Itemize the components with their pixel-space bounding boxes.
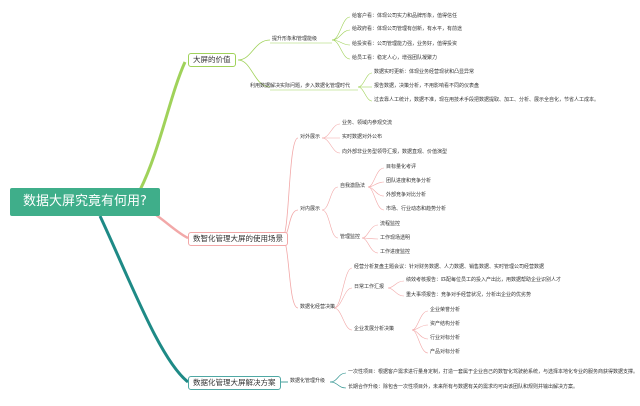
- leaf: 行业对标分析: [430, 335, 461, 341]
- leaf: 团队进度和竞争分析: [386, 178, 432, 184]
- leaf: 向外部非业务型领导汇报，数据直观、价值演型: [342, 149, 448, 155]
- leaf: 给客户看：体现公司实力和品牌形象，值得信任: [352, 13, 458, 19]
- leaf: 一次性项目：根据客户需求进行量身定制，打造一套属于企业自己的数智化驾驶舱系统，与…: [348, 369, 639, 375]
- leaf: 数据实时更新：体现业务经营现状和凸显异常: [374, 69, 475, 75]
- value-data[interactable]: 利用数据解决实际问题，步入数据化管理时代: [250, 83, 351, 89]
- leaf: 工作现场透明: [380, 235, 411, 241]
- leaf: 产品对标分析: [430, 349, 461, 355]
- value-image[interactable]: 提升形象和管理能级: [272, 36, 318, 42]
- leaf: 目标量化考评: [386, 164, 417, 170]
- scene-daily-report[interactable]: 日常工作汇报: [354, 284, 385, 290]
- link-root-solution: [98, 215, 189, 384]
- scene-monitor[interactable]: 管理监控: [340, 234, 361, 240]
- leaf: 流程监控: [380, 221, 401, 227]
- leaf: 重大事项报告：竞争对手经营状况，分析出企业的优劣势: [406, 292, 532, 298]
- leaf: 过去靠人工统计，数据不准，现在用技术手段把数据提取、加工、分析、展示全自化，节省…: [374, 97, 600, 103]
- branch-scenes[interactable]: 数智化管理大屏的使用场景: [188, 232, 288, 246]
- leaf: 实时数据对外公布: [342, 134, 383, 140]
- leaf: 工作进度监控: [380, 249, 411, 255]
- branch-solution[interactable]: 数据化管理大屏解决方案: [188, 376, 281, 390]
- leaf: 经营分析复盘主题会议：针对财务数据、人力数据、销售数据、实时管理公司经营数据: [354, 264, 545, 270]
- leaf: 报告数据，决策分析，不用影响看不同的仪表盘: [374, 83, 480, 89]
- leaf: 绩效考核报告：匹配每位员工的投入产出比，用数据帮助企业识别人才: [406, 277, 562, 283]
- scene-internal[interactable]: 对内展示: [300, 206, 321, 212]
- leaf: 市场、行业动态和趋势分析: [386, 206, 447, 212]
- leaf: 给投资看：公司管理能力强，业务好，值得投资: [352, 41, 458, 47]
- leaf: 外部竞争对比分析: [386, 192, 427, 198]
- link-root-value: [138, 61, 187, 191]
- leaf: 业务、领域内参观交流: [342, 120, 393, 126]
- scene-development[interactable]: 企业发展分析决策: [354, 326, 395, 332]
- leaf: 长期合作升级：除包含一次性项目外，未来所有与数据有关的需求均可由该团队和规则并输…: [348, 384, 579, 390]
- branch-value[interactable]: 大屏的价值: [188, 53, 236, 67]
- scene-decision[interactable]: 数据化经营决策: [300, 304, 336, 310]
- leaf: 企业荣誉分析: [430, 307, 461, 313]
- scene-motivation[interactable]: 自我激励法: [340, 183, 366, 189]
- root-topic[interactable]: 数据大屏究竟有何用?: [10, 188, 160, 216]
- leaf: 给政府看：体现公司管理有创新，有水平，有前途: [352, 26, 463, 32]
- leaf: 给员工看：稳定人心，增强团队凝聚力: [352, 55, 438, 61]
- leaf: 资产结构分析: [430, 321, 461, 327]
- solution-upgrade[interactable]: 数据化管理升级: [290, 378, 326, 384]
- scene-external[interactable]: 对外展示: [300, 134, 321, 140]
